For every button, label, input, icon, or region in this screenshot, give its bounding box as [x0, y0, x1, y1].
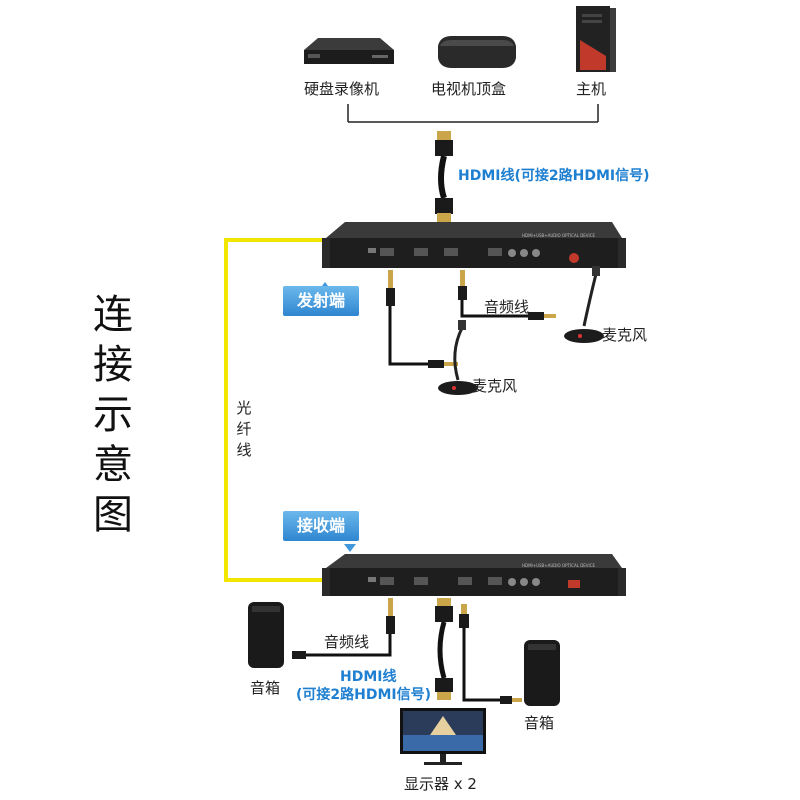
pc-tower-device: [576, 6, 616, 72]
fiber-char: 线: [236, 441, 252, 459]
transmitter-tag: 发射端: [283, 286, 360, 316]
speaker-right-icon: [524, 640, 560, 706]
speaker-right-label: 音箱: [524, 714, 555, 732]
title-char: 连: [93, 292, 133, 338]
title-char: 示: [93, 392, 133, 438]
microphone-left-icon: [438, 320, 478, 395]
transmitter-audio-cables: [386, 270, 556, 368]
transmitter-device: [322, 222, 626, 268]
receiver-tag: 接收端: [283, 511, 360, 541]
dvr-device: [304, 38, 394, 64]
settop-box-device: [438, 36, 516, 68]
pc-label: 主机: [576, 80, 607, 98]
receiver-audio-label: 音频线: [324, 633, 370, 651]
receiver-audio-cable: [292, 598, 395, 659]
dvr-label: 硬盘录像机: [304, 80, 380, 98]
speaker-left-label: 音箱: [250, 679, 281, 697]
fiber-char: 纤: [236, 420, 252, 438]
receiver-device: [322, 554, 626, 596]
settop-box-label: 电视机顶盒: [431, 80, 507, 98]
source-bracket: [347, 104, 599, 123]
monitor-icon: [400, 708, 486, 765]
diagram-title: 连 接 示 意 图: [88, 290, 138, 540]
receiver-hdmi-label-line1: HDMI线: [340, 669, 397, 685]
title-char: 接: [93, 342, 133, 388]
receiver-hdmi-label-line2: (可接2路HDMI信号): [296, 687, 432, 703]
fiber-optic-line: [224, 238, 330, 582]
receiver-hdmi-cables: [435, 598, 522, 704]
mic-left-label: 麦克风: [472, 377, 518, 395]
fiber-char: 光: [236, 399, 252, 417]
title-char: 意: [93, 442, 133, 488]
receiver-panel-text: HDMI+USB+AUDIO OPTICAL DEVICE: [522, 563, 596, 568]
speaker-left-icon: [248, 602, 284, 668]
monitor-label: 显示器 x 2: [404, 775, 477, 793]
top-hdmi-label: HDMI线(可接2路HDMI信号): [458, 168, 650, 184]
mic-right-label: 麦克风: [602, 326, 648, 344]
receiver-arrow-icon: [344, 544, 356, 552]
top-hdmi-cable: [435, 131, 453, 223]
transmitter-audio-label: 音频线: [484, 298, 530, 316]
transmitter-panel-text: HDMI+USB+AUDIO OPTICAL DEVICE: [522, 233, 596, 238]
fiber-label: 光 纤 线: [234, 398, 254, 461]
microphone-right-icon: [564, 266, 604, 343]
title-char: 图: [93, 492, 133, 538]
